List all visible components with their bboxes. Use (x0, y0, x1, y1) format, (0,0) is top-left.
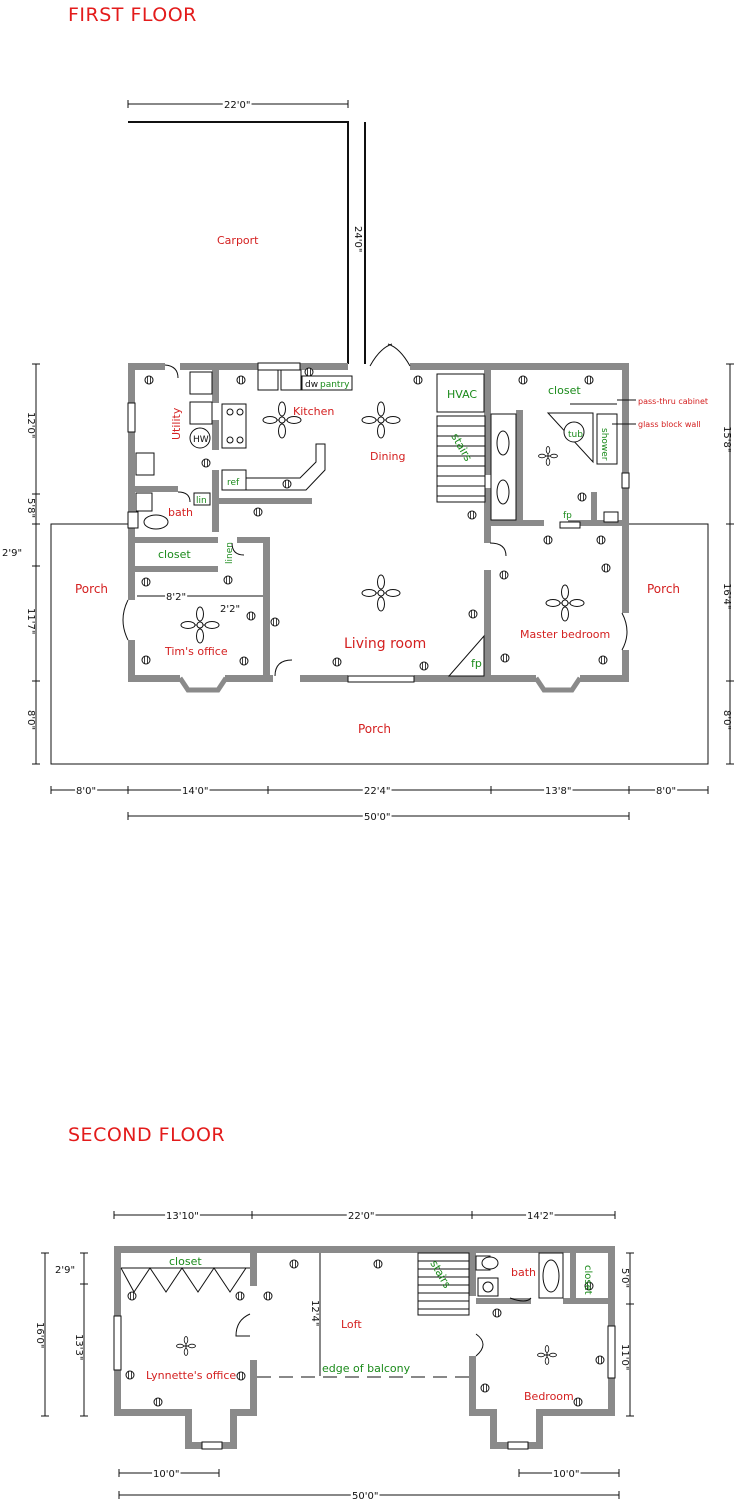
dining-label: Dining (370, 450, 406, 463)
master-closet-label: closet (548, 384, 581, 397)
glass-block-callout: glass block wall (638, 420, 701, 429)
dim-right-16-4: 16'4" (721, 583, 732, 609)
first-floor-title: FIRST FLOOR (68, 4, 197, 26)
dim-right-8: 8'0" (721, 710, 732, 730)
master-bedroom-label: Master bedroom (520, 628, 610, 641)
first-bath-fixtures (127, 492, 619, 530)
first-floor-dimension-lines (32, 100, 734, 820)
dim-left-12: 12'0" (25, 412, 36, 438)
second-floor-title: SECOND FLOOR (68, 1124, 226, 1146)
dim-right-15-8: 15'8" (721, 426, 732, 452)
master-bay-window (533, 676, 583, 693)
tub-label: tub (568, 430, 583, 440)
dim-office-8-2: 8'2" (166, 592, 186, 603)
water-heater-label: HW (193, 435, 209, 445)
dim-carport-depth: 24'0" (352, 226, 363, 252)
tims-office-label: Tim's office (164, 645, 228, 658)
bath-label: bath (168, 506, 193, 519)
office-window (113, 1315, 122, 1371)
second-bath-fixtures (475, 1252, 564, 1299)
hvac-label: HVAC (447, 388, 477, 401)
second-closet-right-label: closet (582, 1265, 593, 1295)
first-floor-dimension-labels: 22'0" 24'0" 12'0" 5'8" 2'9" 11'7" 8'0" 1… (2, 98, 732, 825)
dim-left-8: 8'0" (25, 710, 36, 730)
second-floor-dimension-lines (41, 1211, 634, 1499)
living-fp-label: fp (471, 657, 482, 670)
pass-thru-cabinet (570, 399, 636, 425)
dim-left-2-9-second: 2'9" (55, 1265, 75, 1276)
refrigerator-label: ref (227, 478, 240, 488)
utility-window (127, 402, 136, 433)
dim-bottom-10a: 10'0" (153, 1469, 179, 1480)
dim-left-16: 16'0" (34, 1322, 45, 1348)
office-bay-window (177, 676, 229, 693)
second-floor-door-swings (235, 1297, 532, 1357)
second-floor-stairs (417, 1252, 470, 1316)
dim-carport-width: 22'0" (224, 100, 250, 111)
master-fp-label: fp (563, 511, 572, 521)
second-floor-fill (114, 1248, 615, 1416)
dim-right-11: 11'0" (619, 1344, 630, 1370)
second-floor-dimension-labels: 13'10" 22'0" 14'2" 2'9" 16'0" 13'3" 12'4… (34, 1209, 630, 1502)
dim-left-13-3: 13'3" (73, 1334, 84, 1360)
living-window (347, 675, 415, 683)
dim-bottom-10b: 10'0" (553, 1469, 579, 1480)
dim-loft-12-4: 12'4" (309, 1300, 320, 1326)
kitchen-counter (222, 443, 326, 491)
master-vanity (490, 413, 517, 521)
carport-label: Carport (217, 234, 259, 247)
master-tub (546, 412, 594, 464)
dim-left-11-7: 11'7" (25, 608, 36, 634)
door-swings (122, 343, 628, 677)
porch-right-label: Porch (647, 582, 680, 596)
utility-label: Utility (170, 407, 183, 440)
balcony-edge-label: edge of balcony (322, 1362, 411, 1375)
bedroom-window (607, 1325, 616, 1379)
first-floor-stairs (436, 415, 486, 503)
living-fireplace (447, 634, 485, 677)
dim-top-13-10: 13'10" (166, 1211, 199, 1222)
carport-outline (128, 121, 349, 364)
dim-bottom-8a: 8'0" (76, 786, 96, 797)
linen-label: linen (225, 542, 235, 564)
dim-bottom-13-8: 13'8" (545, 786, 571, 797)
kitchen-window (257, 362, 301, 371)
dim-bottom-14: 14'0" (182, 786, 208, 797)
dim-left-5-8: 5'8" (25, 498, 36, 518)
kitchen-label: Kitchen (293, 405, 334, 418)
dim-bottom-22-4: 22'4" (364, 786, 390, 797)
pass-thru-callout: pass-thru cabinet (638, 397, 708, 406)
dim-overall-first: 50'0" (364, 812, 390, 823)
dishwasher-label: dw (305, 380, 318, 390)
pantry-label: pantry (320, 380, 350, 390)
loft-label: Loft (341, 1318, 362, 1331)
porch-bottom-label: Porch (358, 722, 391, 736)
porch-left-label: Porch (75, 582, 108, 596)
bedroom-bay-window (507, 1441, 529, 1450)
dim-office-2-2: 2'2" (220, 604, 240, 615)
dim-bottom-8b: 8'0" (656, 786, 676, 797)
lynnettes-office-label: Lynnette's office (146, 1369, 236, 1382)
dim-left-2-9: 2'9" (2, 548, 22, 559)
second-closet-left-label: closet (169, 1255, 202, 1268)
hvac-unit (436, 373, 485, 413)
dim-right-5: 5'0" (619, 1268, 630, 1288)
dim-top-22: 22'0" (348, 1211, 374, 1222)
interior-walls (128, 363, 629, 682)
shower-label: shower (599, 428, 609, 461)
kitchen-appliances (135, 369, 353, 491)
office-closet-label: closet (158, 548, 191, 561)
dim-top-14-2: 14'2" (527, 1211, 553, 1222)
dim-overall-second: 50'0" (352, 1491, 378, 1502)
bedroom-label: Bedroom (524, 1390, 574, 1403)
living-room-label: Living room (344, 636, 426, 652)
office-bay-window-2 (201, 1441, 223, 1450)
master-window (621, 472, 630, 489)
lin-label: lin (196, 496, 207, 506)
second-bath-label: bath (511, 1266, 536, 1279)
master-shower (596, 413, 618, 465)
